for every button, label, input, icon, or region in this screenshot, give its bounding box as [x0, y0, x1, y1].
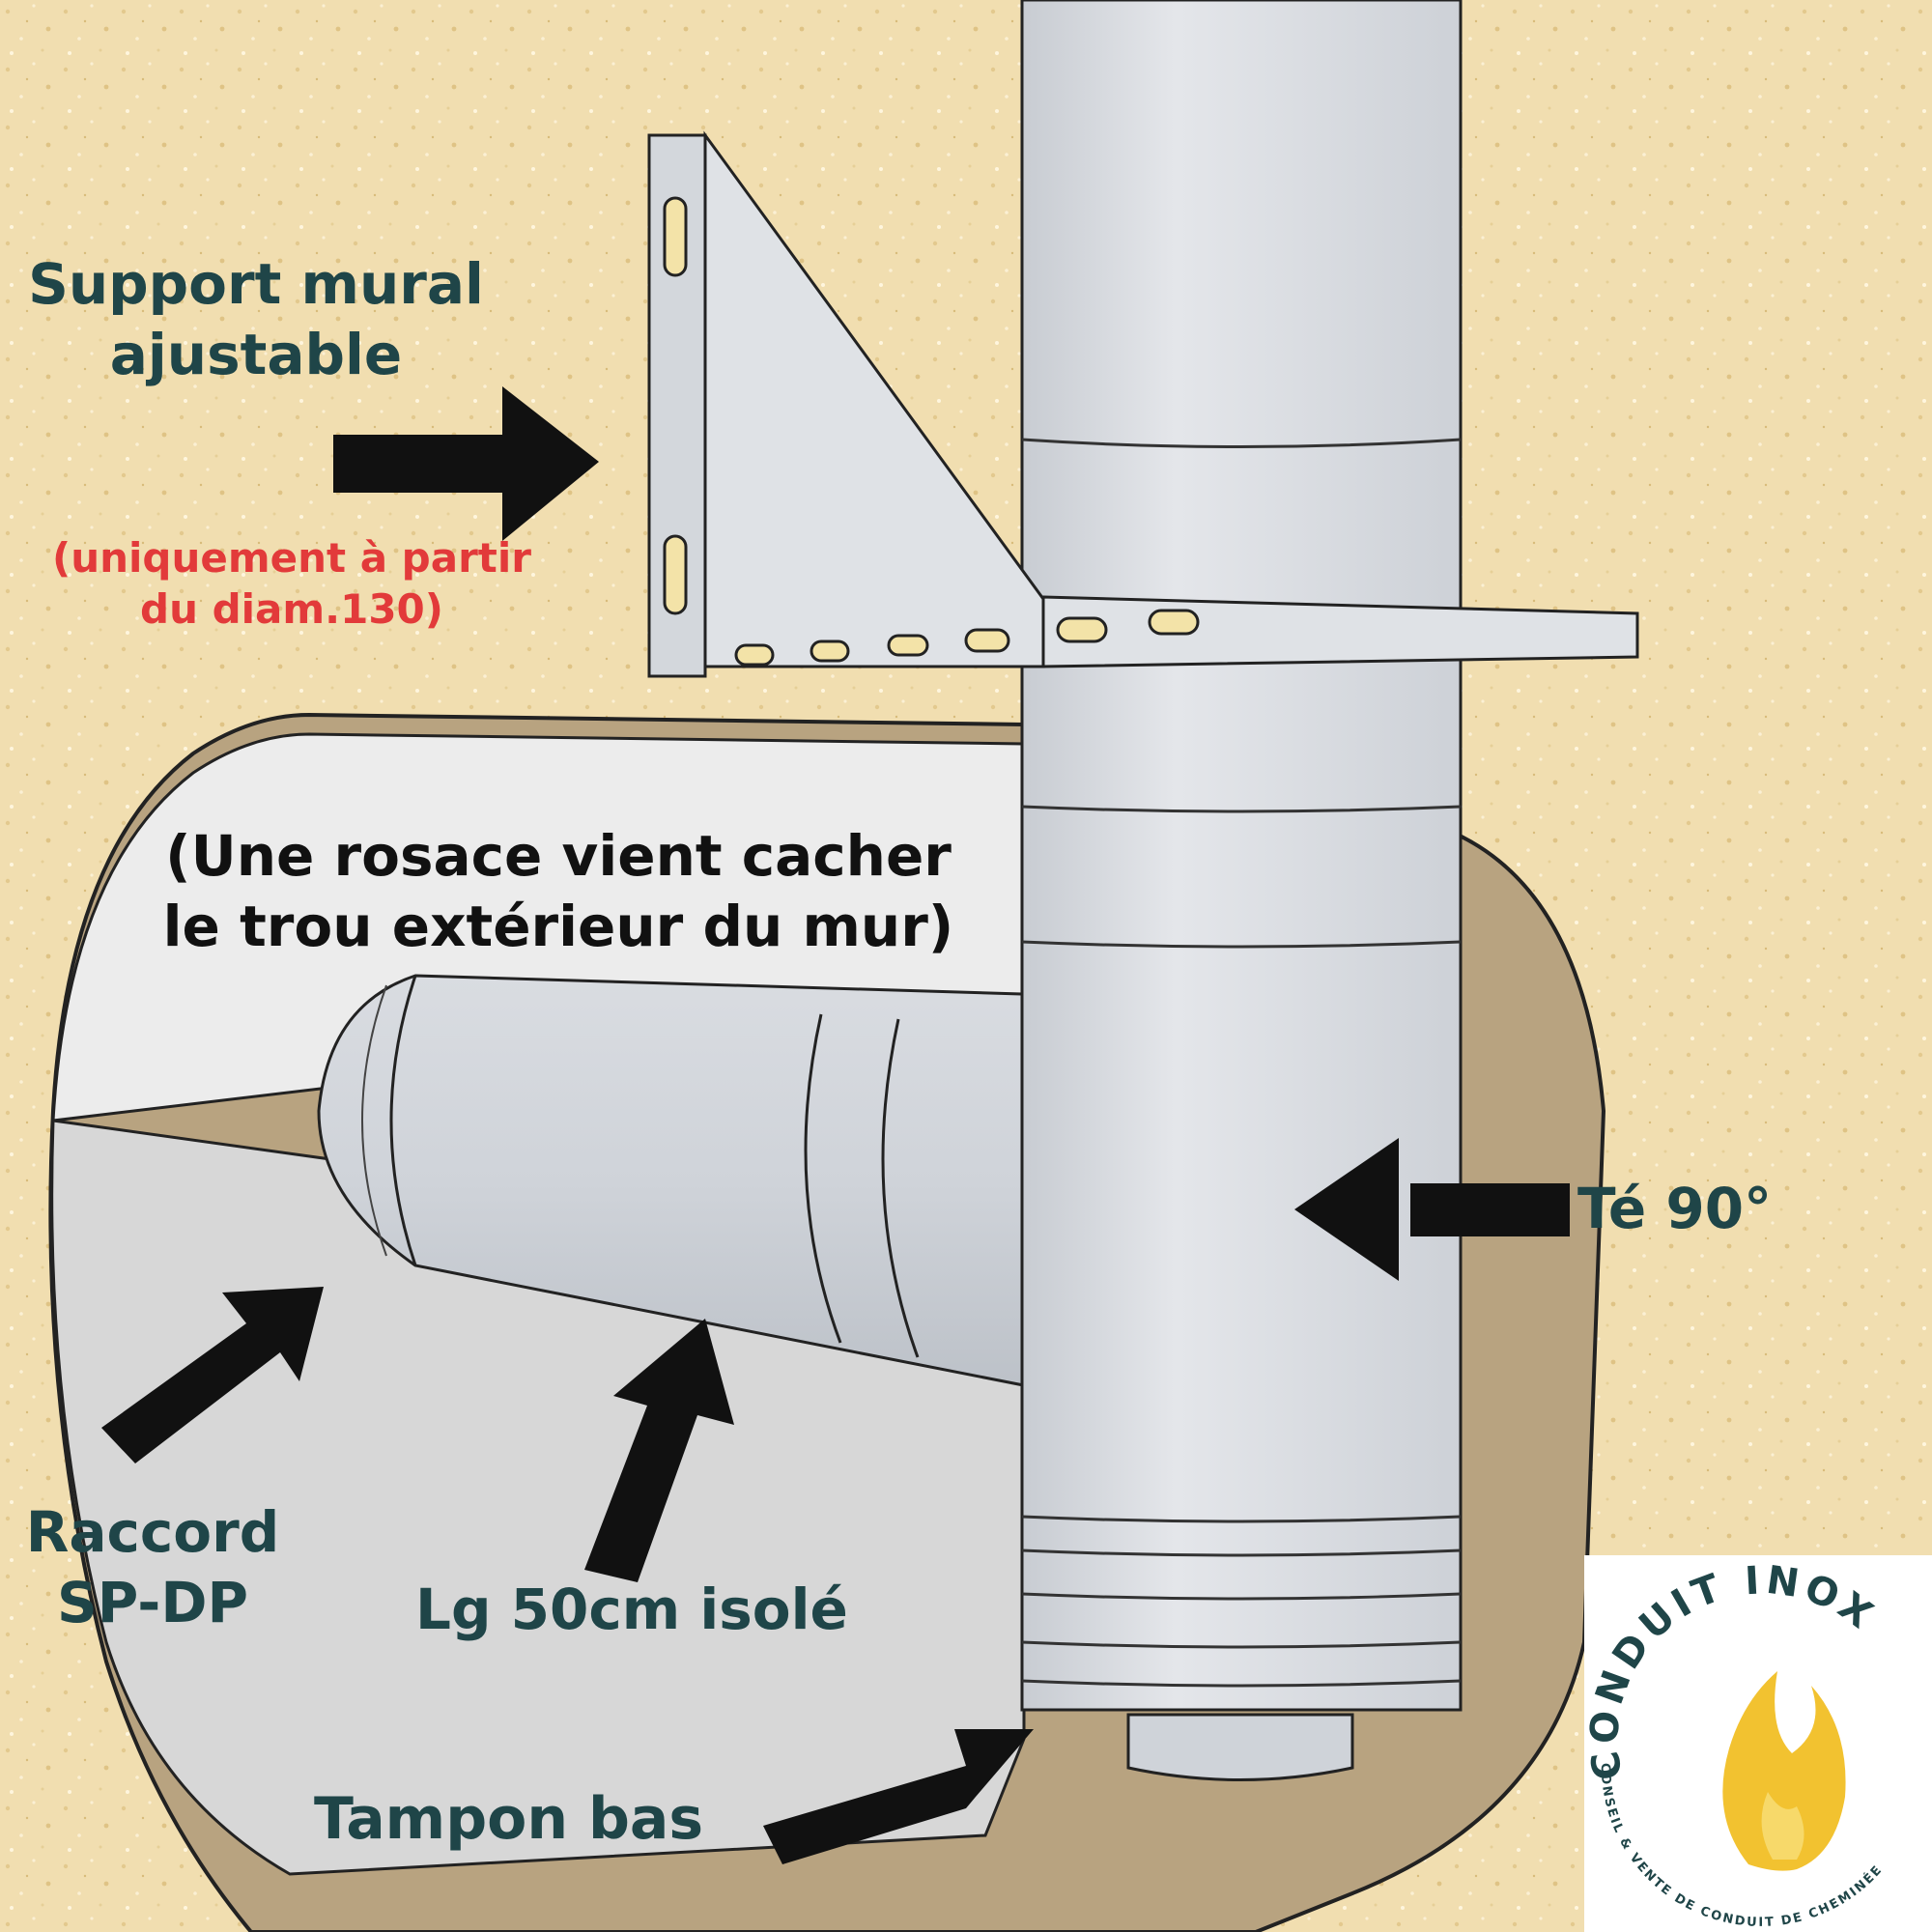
rosace-label-line2: le trou extérieur du mur): [162, 893, 954, 959]
te-label: Té 90°: [1577, 1176, 1773, 1241]
logo: CONDUIT INOX CONSEIL & VENTE DE CONDUIT …: [1584, 1558, 1886, 1930]
flame-icon: [1722, 1671, 1846, 1871]
longueur-label: Lg 50cm isolé: [415, 1577, 848, 1642]
wall-bracket-plate: [647, 133, 707, 678]
support-label: Support mural ajustable: [5, 249, 507, 389]
support-note: (uniquement à partir du diam.130): [21, 533, 562, 635]
raccord-label-line1: Raccord: [25, 1499, 280, 1565]
arrow-longueur: [584, 1319, 734, 1582]
horizontal-pipe: [317, 974, 1055, 1393]
raccord-label: Raccord SP-DP: [8, 1497, 298, 1637]
raccord-label-line2: SP-DP: [57, 1569, 248, 1635]
arrow-raccord: [101, 1287, 324, 1463]
arrow-tampon: [763, 1729, 1034, 1864]
logo-subtitle: CONSEIL & VENTE DE CONDUIT DE CHEMINÉE: [1598, 1763, 1886, 1930]
bottom-cap: [1126, 1713, 1354, 1781]
rosace-label-line1: (Une rosace vient cacher: [165, 823, 952, 889]
support-note-line1: (uniquement à partir: [52, 534, 531, 582]
tampon-label: Tampon bas: [314, 1785, 704, 1853]
support-note-line2: du diam.130): [140, 584, 443, 633]
support-label-line2: ajustable: [109, 321, 403, 387]
support-label-line1: Support mural: [28, 251, 484, 317]
arrow-support: [333, 386, 599, 541]
logo-title: CONDUIT INOX: [1584, 1558, 1884, 1783]
arrow-te: [1294, 1138, 1570, 1281]
rosace-label: (Une rosace vient cacher le trou extérie…: [114, 821, 1003, 961]
vertical-pipe: [1020, 0, 1463, 1712]
